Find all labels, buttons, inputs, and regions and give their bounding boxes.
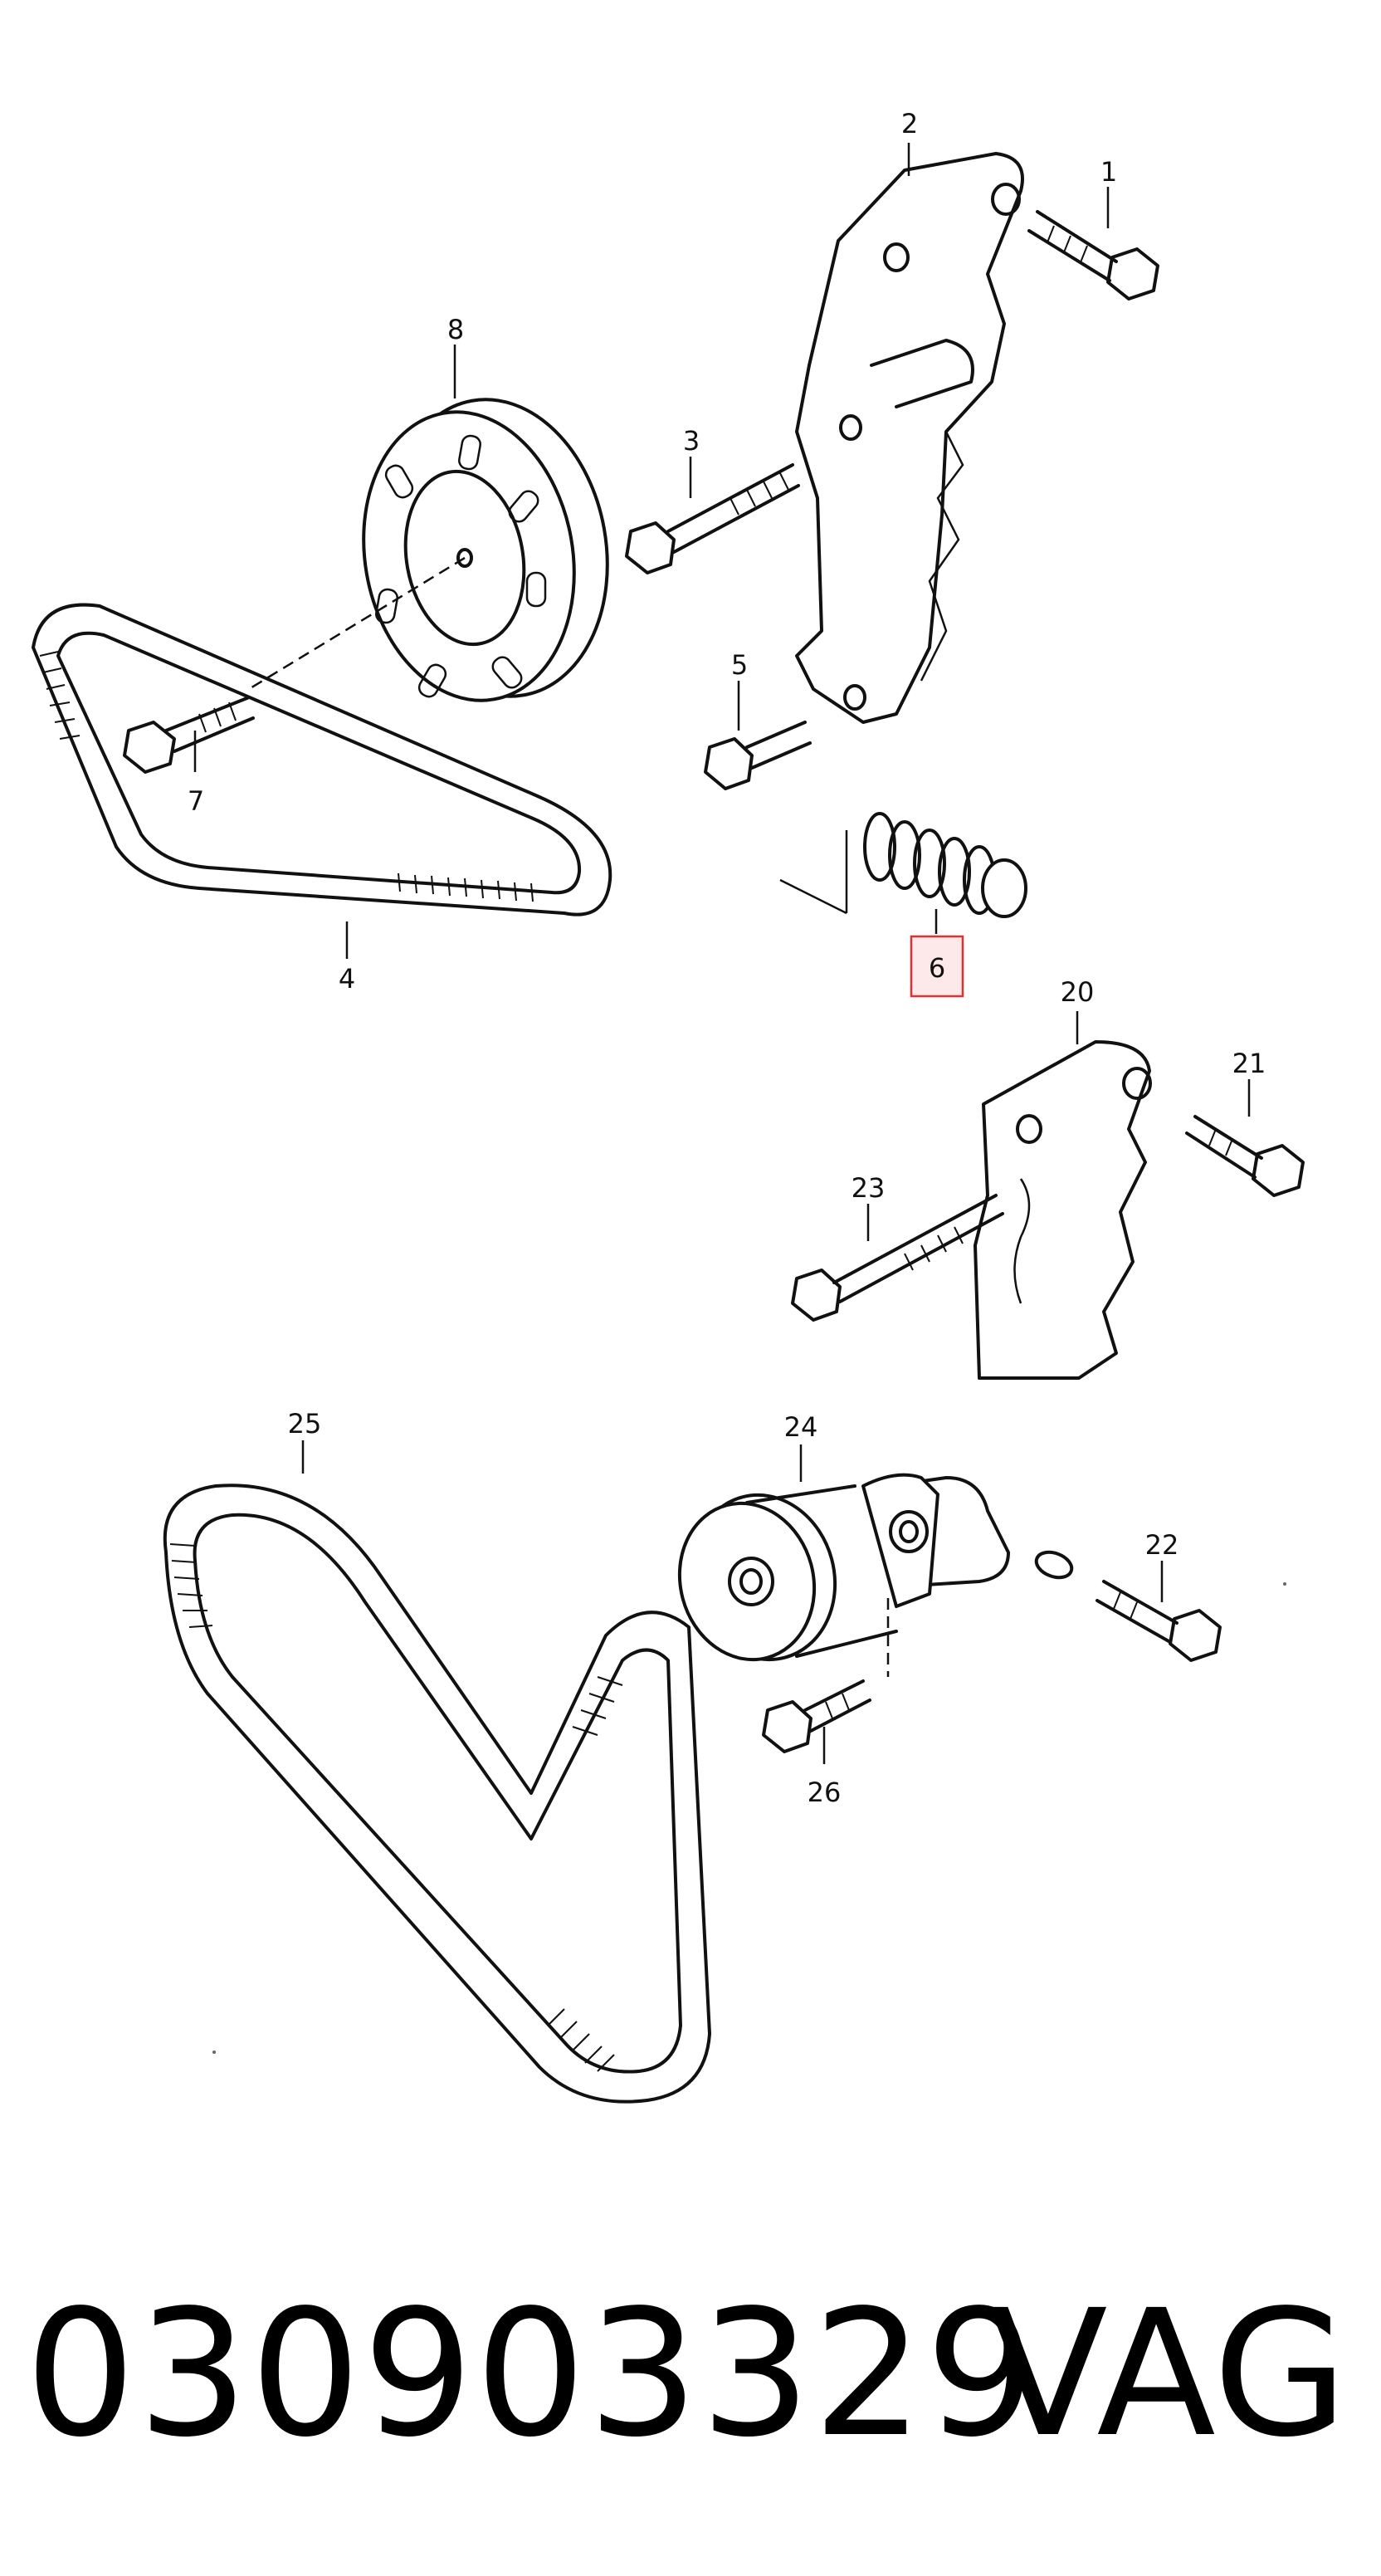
callout-6-highlight-box xyxy=(910,935,964,998)
callout-6: 6 xyxy=(929,952,945,984)
bolt-part-3 xyxy=(625,463,800,574)
speck xyxy=(1283,1582,1286,1586)
callout-8: 8 xyxy=(447,314,464,345)
callout-24: 24 xyxy=(784,1411,818,1443)
bracket-part-20 xyxy=(974,1040,1152,1380)
callout-20: 20 xyxy=(1061,976,1095,1008)
callout-23: 23 xyxy=(852,1172,886,1204)
bolt-part-1 xyxy=(1027,210,1159,301)
tensioner-part-24 xyxy=(677,1473,1010,1677)
bolt-part-22 xyxy=(1034,1550,1222,1662)
bolt-part-5 xyxy=(704,721,812,790)
part-number: 030903329 xyxy=(25,2272,1038,2476)
callout-labels: 1 2 3 4 5 7 8 20 21 22 23 24 25 26 6 xyxy=(188,108,1266,1808)
belt-part-4 xyxy=(32,603,612,917)
callout-2: 2 xyxy=(901,108,918,139)
footer: 030903329 VAG xyxy=(0,2241,1381,2507)
leader-lines xyxy=(193,143,1251,1764)
callout-26: 26 xyxy=(808,1777,842,1808)
callout-21: 21 xyxy=(1232,1048,1266,1079)
speck xyxy=(212,2051,216,2054)
spring-damper-part-6 xyxy=(779,812,1027,918)
callout-5: 5 xyxy=(731,649,748,681)
callout-1: 1 xyxy=(1100,156,1117,188)
bolt-part-21 xyxy=(1185,1115,1305,1197)
brand-name: VAG xyxy=(988,2272,1348,2476)
callout-4: 4 xyxy=(339,963,355,995)
pulley-part-8 xyxy=(248,398,609,702)
callout-25: 25 xyxy=(288,1408,322,1440)
bracket-part-2 xyxy=(795,152,1024,724)
callout-7: 7 xyxy=(188,785,204,817)
bolt-part-7 xyxy=(123,696,255,774)
callout-3: 3 xyxy=(683,425,700,457)
bolt-part-23 xyxy=(791,1194,1004,1322)
belt-part-25 xyxy=(163,1484,711,2104)
bolt-part-26 xyxy=(762,1679,871,1753)
callout-22: 22 xyxy=(1145,1529,1179,1561)
